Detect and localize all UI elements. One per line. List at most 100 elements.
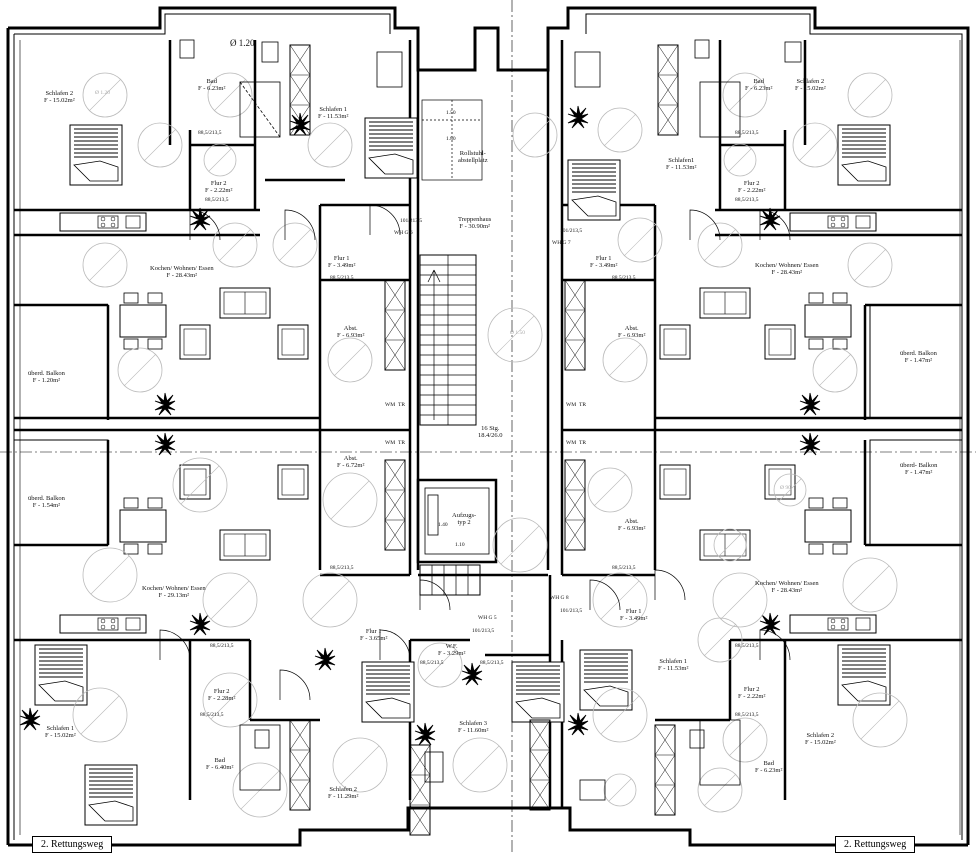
dim-door-10: 88,5/213,5 [612, 565, 636, 571]
circle-120-tl: Ø 1.20 [95, 90, 110, 96]
door-101-bl: 101/213,5 [472, 628, 495, 634]
dim-lift-w: 1.40 [438, 522, 448, 528]
door-swings [159, 204, 791, 701]
sofa-tl [219, 287, 271, 319]
dim-door-4: 88,5/213,5 [330, 565, 354, 571]
dim-door-13: 88,5/213,5 [735, 643, 759, 649]
bed-br-2 [837, 644, 891, 706]
bed-tl-1 [69, 124, 123, 186]
bed-bl-3 [361, 661, 415, 723]
aufzug-label: Aufzugs-typ 2 [452, 512, 477, 526]
bed-bl-1 [34, 644, 88, 706]
armchair-br-1 [659, 464, 691, 500]
dim-lift-d: 1.10 [455, 542, 465, 548]
wardrobe-7 [289, 719, 311, 811]
armchair-tr-2 [764, 324, 796, 360]
dim-door-12: 88,5/213,5 [735, 197, 759, 203]
dim-door-7: 88,5/213,5 [420, 660, 444, 666]
tr-bl: TR [398, 440, 406, 446]
plant-7 [19, 707, 41, 731]
wardrobe-5 [384, 459, 406, 551]
wardrobe-4 [564, 279, 586, 371]
armchair-bl-2 [179, 464, 211, 500]
dim-diameter: Ø 1.20 [230, 38, 255, 48]
interior-walls [14, 40, 962, 808]
plant-8 [314, 647, 336, 671]
bed-br-1 [579, 649, 633, 711]
plant-1 [154, 392, 176, 416]
armchair-tl-1 [277, 324, 309, 360]
dim-door-11: 88,5/213,5 [735, 130, 759, 136]
tr-abst-label: Abst.F - 6.93m² [618, 325, 646, 339]
dining-table-tr [804, 292, 852, 350]
bl-abst-label: Abst.F - 6.72m² [337, 455, 365, 469]
plant-6 [567, 105, 589, 129]
door-101-br: 101/213,5 [560, 608, 583, 614]
wardrobe-6 [564, 459, 586, 551]
staircase [419, 254, 481, 596]
wh-g7: WH G 7 [552, 240, 571, 246]
dim-door-9: 88,5/213,5 [612, 275, 636, 281]
dim-roll-w: 1.50 [446, 110, 456, 116]
wardrobe-2 [657, 44, 679, 136]
kitchen-br [789, 614, 877, 634]
bl-wf-label: W.F.F - 3.29m² [438, 643, 466, 657]
dining-table-br [804, 497, 852, 555]
dim-door-2: 88,5/213,5 [205, 197, 229, 203]
bed-tl-2 [364, 117, 418, 179]
turning-circles [72, 72, 908, 818]
plant-9 [414, 722, 436, 746]
dim-door-3: 88,5/213,5 [330, 275, 354, 281]
sofa-tr [699, 287, 751, 319]
tr-tl: TR [398, 402, 406, 408]
plant-10 [461, 662, 483, 686]
tr-tr: TR [579, 402, 587, 408]
wm-tr: WM [566, 402, 577, 408]
sofa-bl [219, 529, 271, 561]
bathrooms [179, 39, 802, 801]
dim-door-14: 88,5/213,5 [735, 712, 759, 718]
dim-door-1: 88,5/213,5 [198, 130, 222, 136]
wardrobe-3 [384, 279, 406, 371]
armchair-tr-1 [659, 324, 691, 360]
bed-tr-2 [567, 159, 621, 221]
stairs-label: 16 Stg.18.4/26.0 [478, 425, 503, 439]
dim-door-6: 88,5/213,5 [200, 712, 224, 718]
wardrobe-9 [409, 744, 431, 836]
wardrobe-8 [654, 724, 676, 816]
door-101-tr: 101/213,5 [560, 228, 583, 234]
door-101-tl: 101/213,5 [400, 218, 423, 224]
br-abst-label: Abst.F - 6.93m² [618, 518, 646, 532]
dining-table-bl [119, 497, 167, 555]
dim-door-5: 88,5/213,5 [210, 643, 234, 649]
wm-br: WM [566, 440, 577, 446]
wh-g8: WH G 8 [550, 595, 569, 601]
kitchen-bl [59, 614, 147, 634]
dim-roll-h: 1.80 [446, 136, 456, 142]
wh-g6: WH G 6 [394, 230, 413, 236]
kitchen-tl [59, 212, 147, 232]
